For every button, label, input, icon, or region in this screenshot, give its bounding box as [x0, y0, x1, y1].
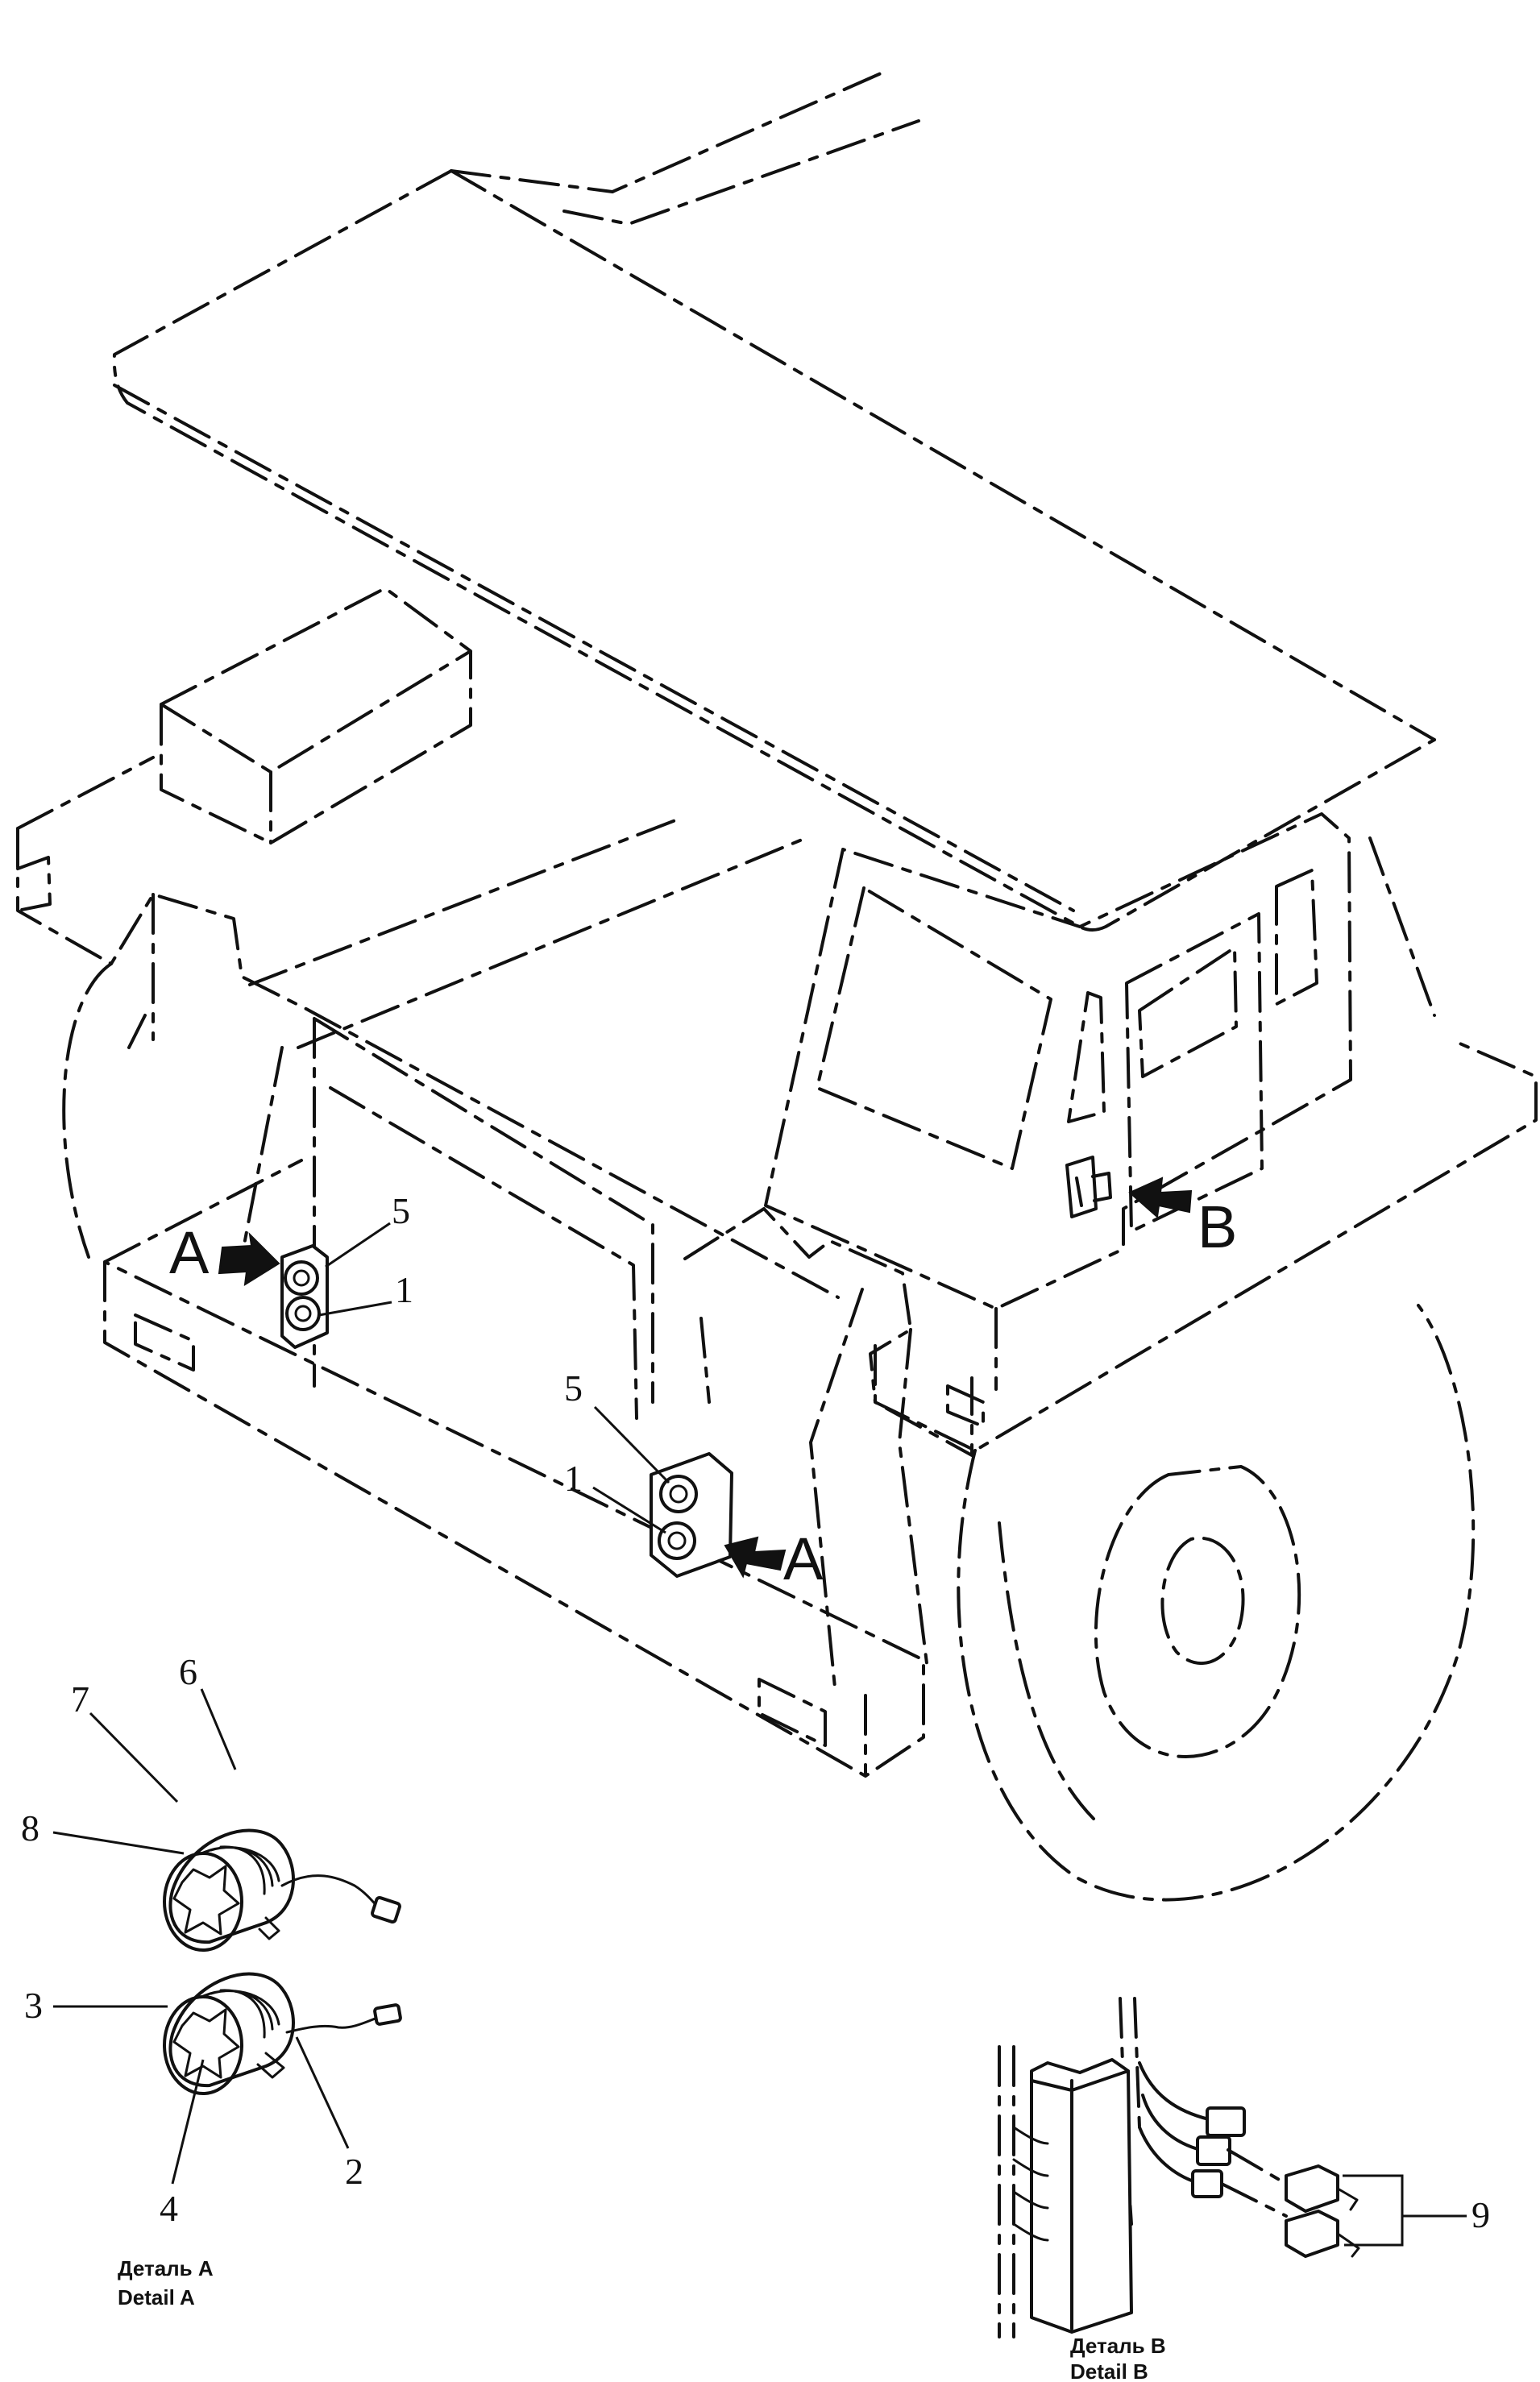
cab-window-front	[816, 886, 1052, 1170]
cab-door	[1125, 912, 1264, 1233]
detail-a-lamp-upper	[163, 1828, 401, 1952]
leader-4	[171, 2059, 205, 2185]
caption-detail-a-ru: Деталь А	[118, 2256, 214, 2280]
deck-box	[160, 587, 472, 844]
leader-2	[295, 2036, 350, 2149]
frame-small-box-left	[16, 856, 52, 912]
view-label-a-left: A	[169, 1219, 210, 1286]
caption-detail-a-en: Detail A	[118, 2285, 195, 2309]
leader-7	[89, 1712, 179, 1803]
deck-line	[248, 819, 677, 986]
cab-front	[764, 812, 1352, 1310]
callout-numbers: 5 1 5 1 6 7 8 3 4 2 9	[21, 1190, 1490, 2235]
view-arrow-b	[1128, 1176, 1193, 1218]
leader-8	[52, 1831, 185, 1855]
front-bumper	[103, 1159, 925, 1778]
view-arrow-a-left	[218, 1232, 280, 1286]
callout-5-right: 5	[564, 1367, 583, 1409]
dump-body-rear	[450, 169, 1436, 741]
caption-detail-b-en: Detail B	[1070, 2359, 1148, 2382]
callout-8: 8	[21, 1807, 39, 1849]
view-letters: A A B	[169, 1193, 1237, 1592]
callout-4: 4	[160, 2188, 178, 2229]
callout-5-left: 5	[392, 1190, 410, 1231]
view-arrows	[218, 1176, 1193, 1579]
wheel-right-tread	[998, 1521, 1098, 1823]
lamp-assembly-left	[280, 1244, 329, 1349]
callout-2: 2	[345, 2151, 363, 2192]
engine-hood	[313, 1017, 654, 1420]
dump-body-edge	[113, 384, 1075, 912]
frame-top-left	[16, 756, 840, 1299]
truck-outline	[16, 69, 1538, 1902]
callout-3: 3	[24, 1985, 43, 2026]
leader-1-left	[318, 1301, 392, 1317]
wheel-right-inner	[1094, 1465, 1301, 1758]
view-label-b: B	[1198, 1193, 1237, 1260]
leader-lines	[52, 1222, 1467, 2247]
cab-platform	[683, 1038, 1538, 1452]
leader-1-right	[592, 1486, 666, 1534]
view-label-a-right: A	[783, 1525, 824, 1592]
caption-detail-b-ru: Деталь В	[1070, 2334, 1166, 2358]
cab-door-window	[1138, 946, 1238, 1078]
callout-6: 6	[179, 1651, 197, 1692]
callout-7: 7	[71, 1679, 89, 1720]
deck-line-2	[297, 836, 807, 1049]
callout-1-left: 1	[395, 1269, 413, 1310]
cab-connector-b	[1065, 1156, 1112, 1218]
cab-body-line	[994, 836, 1436, 1391]
dump-rear-extension-2	[562, 119, 920, 226]
callout-1-right: 1	[564, 1458, 583, 1499]
detail-a-lamp-lower	[163, 1972, 402, 2095]
wheel-right-outer	[957, 1304, 1476, 1902]
callout-9: 9	[1472, 2194, 1490, 2235]
cab-rear-window	[1275, 869, 1318, 1006]
leader-6	[200, 1688, 237, 1770]
platform-pillar	[699, 1288, 928, 1689]
fender-left	[62, 893, 284, 1259]
dump-rear-extension	[450, 69, 888, 193]
cab-window-side-small	[1067, 991, 1106, 1123]
bumper-light-left	[134, 1313, 195, 1372]
leader-5-right	[593, 1405, 670, 1484]
detail-b	[998, 1997, 1360, 2338]
leader-9	[1343, 2174, 1467, 2247]
platform-front	[874, 1344, 985, 1457]
leader-5-left	[325, 1222, 391, 1268]
detail-captions: Деталь А Detail A Деталь В Detail B	[118, 2256, 1166, 2382]
bumper-light-right	[758, 1678, 827, 1747]
lamp-assembly-right	[650, 1452, 733, 1578]
view-arrow-a-right	[724, 1536, 787, 1579]
dump-body-top	[112, 169, 1436, 932]
wheel-right-hub	[1160, 1536, 1245, 1666]
